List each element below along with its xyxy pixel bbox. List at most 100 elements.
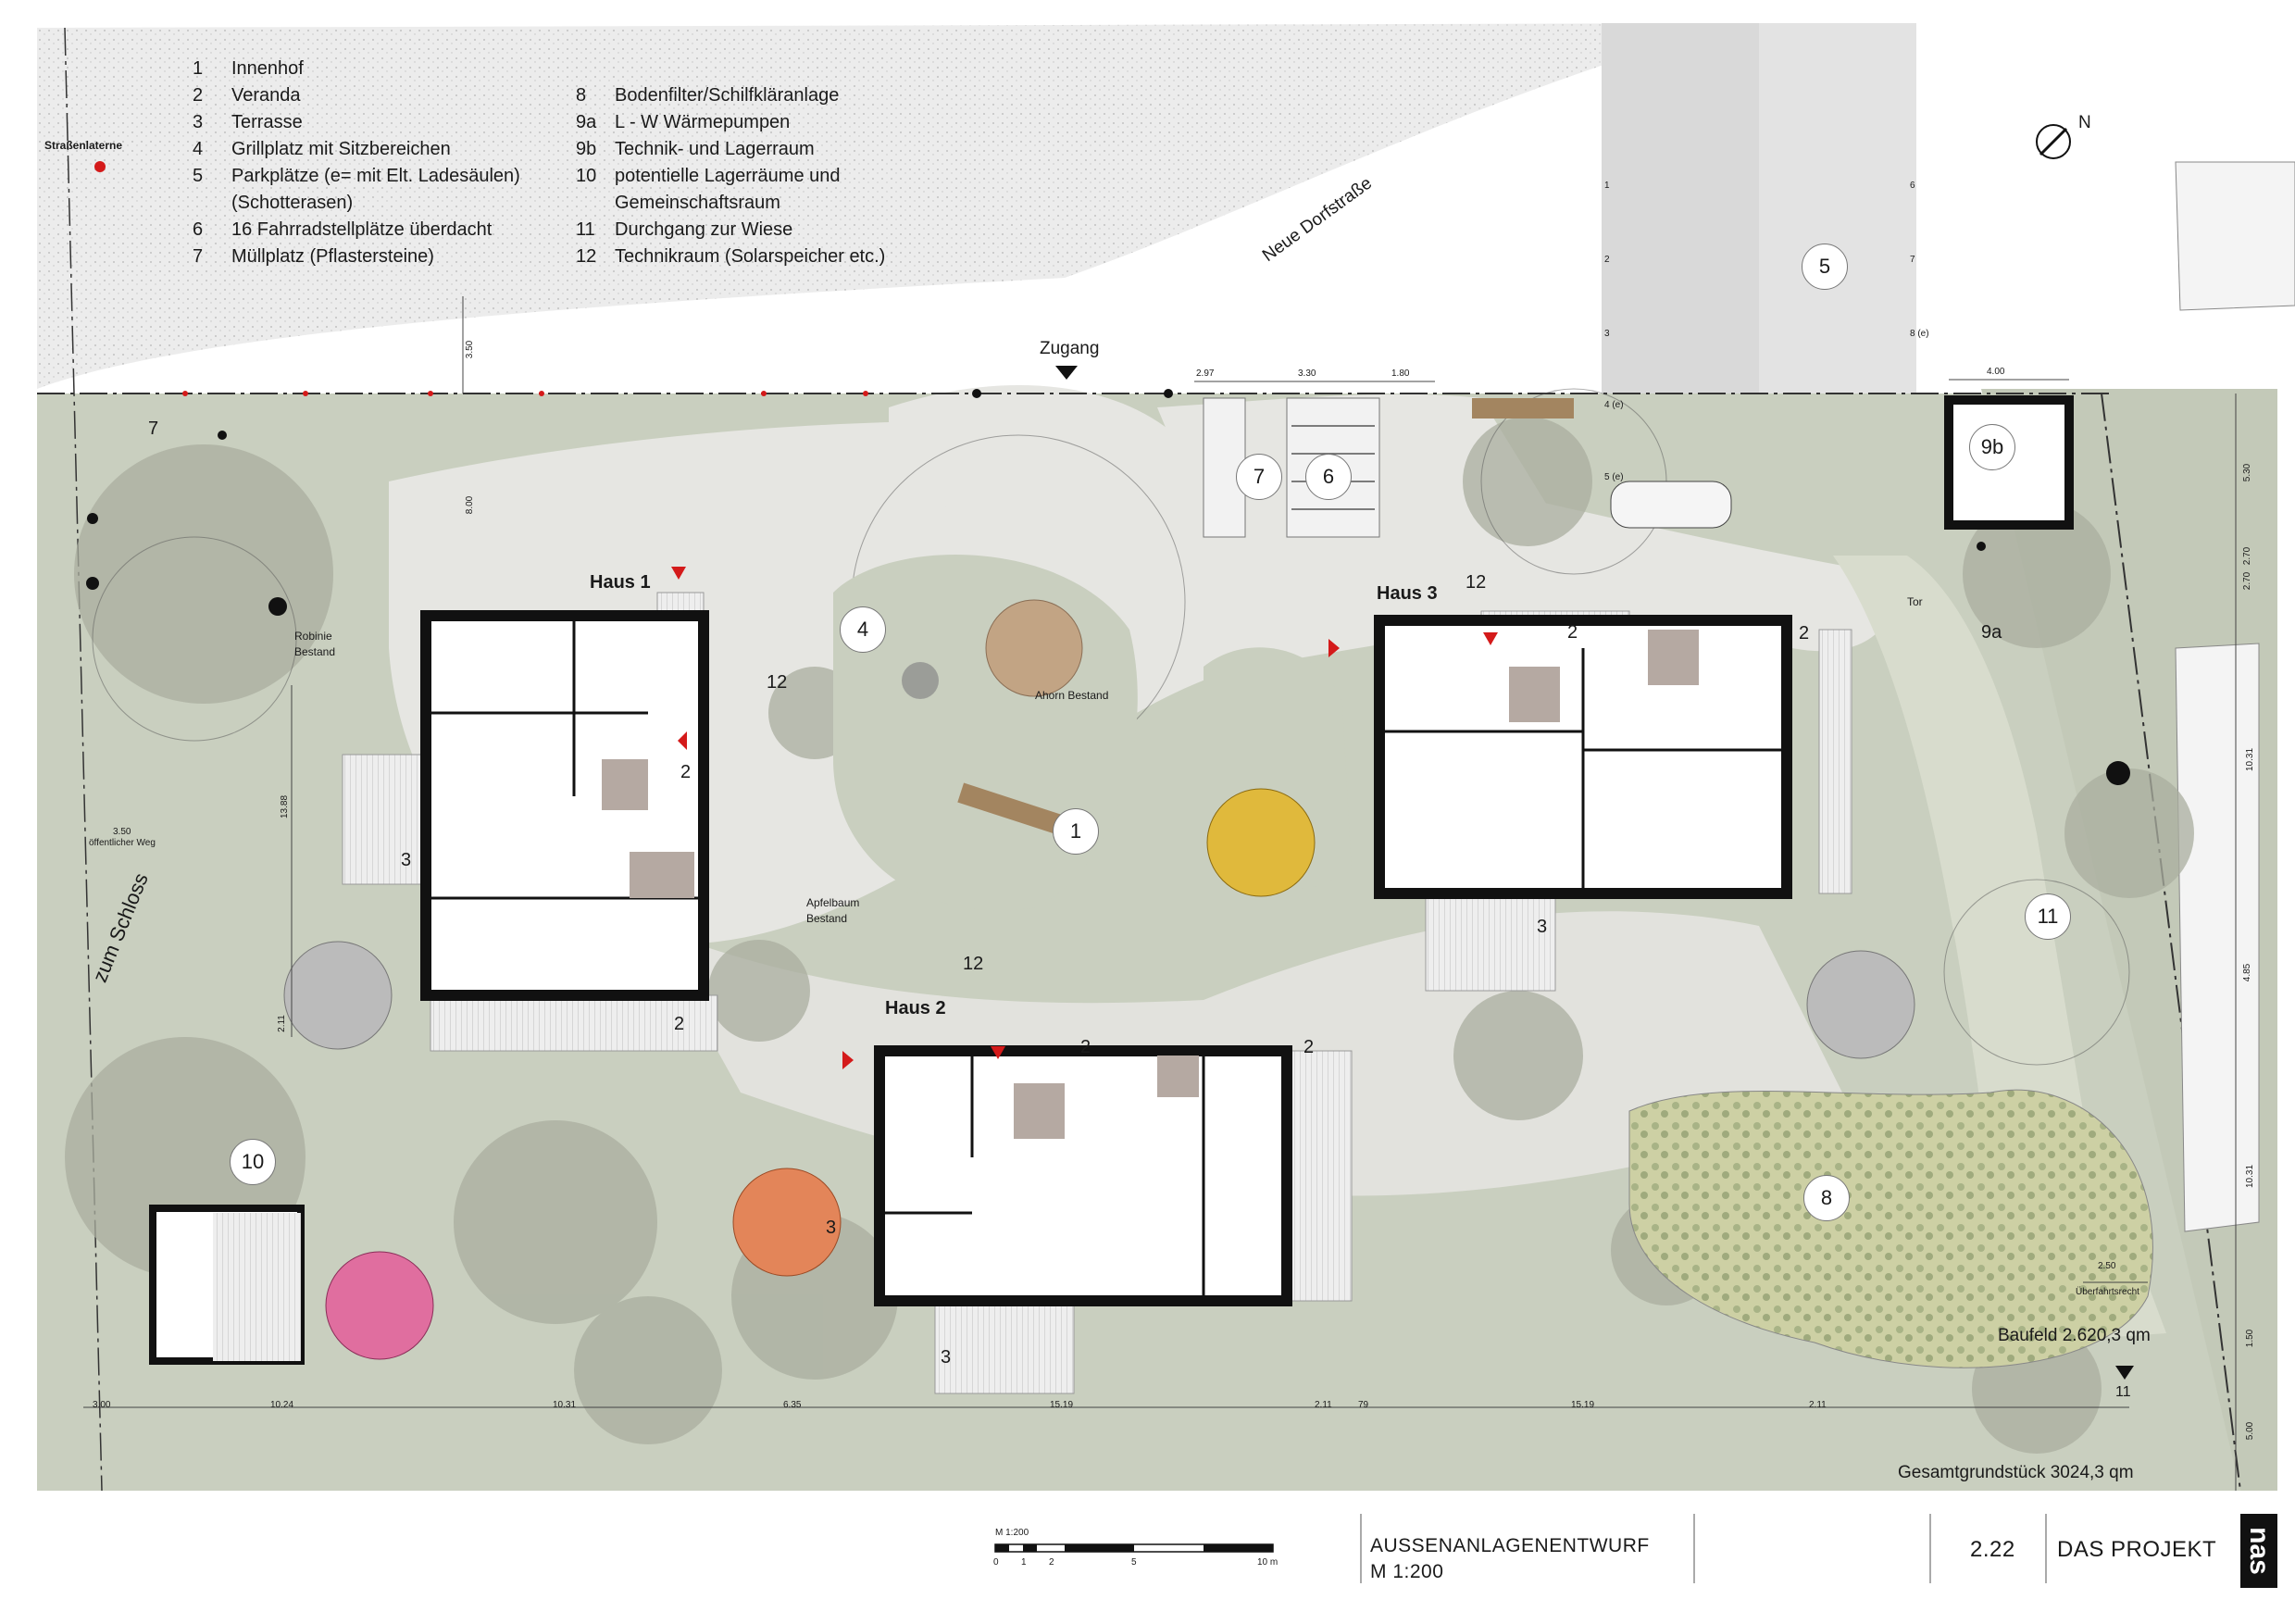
tor-label: Tor [1907,595,1923,608]
marker-11: 11 [2025,893,2071,940]
parking-number: 3 [1604,329,1610,339]
marker-5: 5 [1802,244,1848,290]
dimension-label: 10.31 [2245,747,2256,772]
marker-10: 10 [230,1139,276,1185]
grill-center [902,662,939,699]
street-lamps [94,161,868,396]
veranda-number: 2 [680,762,692,782]
dimension-label: 3.50 [113,827,131,837]
dimension-label: 1.50 [2245,1329,2256,1348]
dimension-label: 4.85 [2242,963,2253,982]
technikraum-number: 12 [767,672,788,693]
haus-2-label: Haus 2 [885,998,946,1018]
veranda-number: 2 [1567,622,1578,643]
haus-2-plan [874,1045,1353,1394]
robinie-bestand-label: Bestand [294,645,336,658]
parking-number: 6 [1910,181,1915,191]
north-label: N [2078,113,2091,132]
passage-number: 11 [2115,1384,2131,1400]
parking-number: 7 [1910,255,1915,265]
dimension-label: 10.24 [270,1400,294,1410]
dimension-label: 2.70 [2242,571,2253,591]
reed-bed [1628,1089,2153,1368]
technikraum-number: 12 [1466,572,1487,593]
dimension-label: 2.11 [1315,1400,1332,1410]
zugang-label: Zugang [1040,339,1100,358]
gesamt-label: Gesamtgrundstück 3024,3 qm [1898,1463,2134,1482]
car [1610,481,1732,529]
scale-tick: 10 m [1257,1557,1278,1568]
technikraum-number: 12 [963,954,984,974]
dimension-label: 79 [1358,1400,1369,1410]
public-path-label: öffentlicher Weg [89,838,156,848]
marker-8: 8 [1803,1175,1850,1221]
dimension-label: 13.88 [280,794,291,819]
scale-bar [994,1543,1274,1553]
marker-1: 1 [1053,808,1099,855]
street-lamp-label: Straßenlaterne [44,139,123,152]
nas-logo: nas [2240,1514,2277,1588]
bike-shelter [1286,397,1380,538]
section-title: DAS PROJEKT [2057,1537,2217,1562]
dimension-label: 10.31 [553,1400,577,1410]
dimension-label: 1.80 [1391,369,1410,379]
scale-bar-title: M 1:200 [995,1528,1029,1538]
parking-number: 2 [1604,255,1610,265]
neighbour-building-1 [2175,161,2295,311]
scale-tick: 1 [1021,1557,1027,1568]
legend-item: (Schotterasen) [231,193,354,213]
legend-item: Gemeinschaftsraum [615,193,780,213]
dimension-label: 5.00 [2245,1421,2256,1441]
scale-tick: 5 [1131,1557,1137,1568]
scale-tick: 0 [993,1557,999,1568]
dimension-label: 2.50 [2098,1261,2116,1271]
veranda-number: 2 [1799,623,1810,643]
veranda-number: 2 [1080,1037,1091,1057]
marker-7: 7 [1236,454,1282,500]
haus-1-plan [342,592,718,1052]
apfelbaum-bestand-label: Bestand [806,912,848,925]
drawing-title: AUSSENANLAGENENTWURF [1370,1535,1650,1556]
drawing-scale: M 1:200 [1370,1561,1444,1582]
dimension-label: 6.35 [783,1400,802,1410]
dimension-label: 8.00 [465,495,476,515]
neighbour-building-2 [2175,643,2260,1232]
page-number: 2.22 [1970,1537,2015,1562]
entry-markers [671,567,1498,1069]
north-compass [2036,124,2071,159]
ueberfahrt-label: Überfahrtsrecht [2076,1287,2139,1297]
parking-number: 1 [1604,181,1610,191]
tree-points [86,389,2130,785]
heatpump-number: 9a [1981,622,2002,643]
dimension-label: 4.00 [1987,367,2005,377]
parking-number: 5 (e) [1604,472,1624,482]
parking-number: 8 (e) [1910,329,1929,339]
ueberfahrt-arrow [2115,1366,2134,1380]
title-block-frame [1360,1514,2047,1583]
dimension-label: 2.11 [1809,1400,1827,1410]
dimension-lines [83,296,2237,1491]
ahorn-label: Ahorn Bestand [1035,689,1109,702]
dimension-label: 2.97 [1196,369,1215,379]
dimension-label: 15.19 [1571,1400,1595,1410]
dimension-label: 3.00 [93,1400,111,1410]
dimension-label: 2.11 [276,1015,287,1032]
scale-tick: 2 [1049,1557,1054,1568]
haus-1-label: Haus 1 [590,572,651,593]
dimension-label: 3.50 [465,340,476,359]
marker-6: 6 [1305,454,1352,500]
